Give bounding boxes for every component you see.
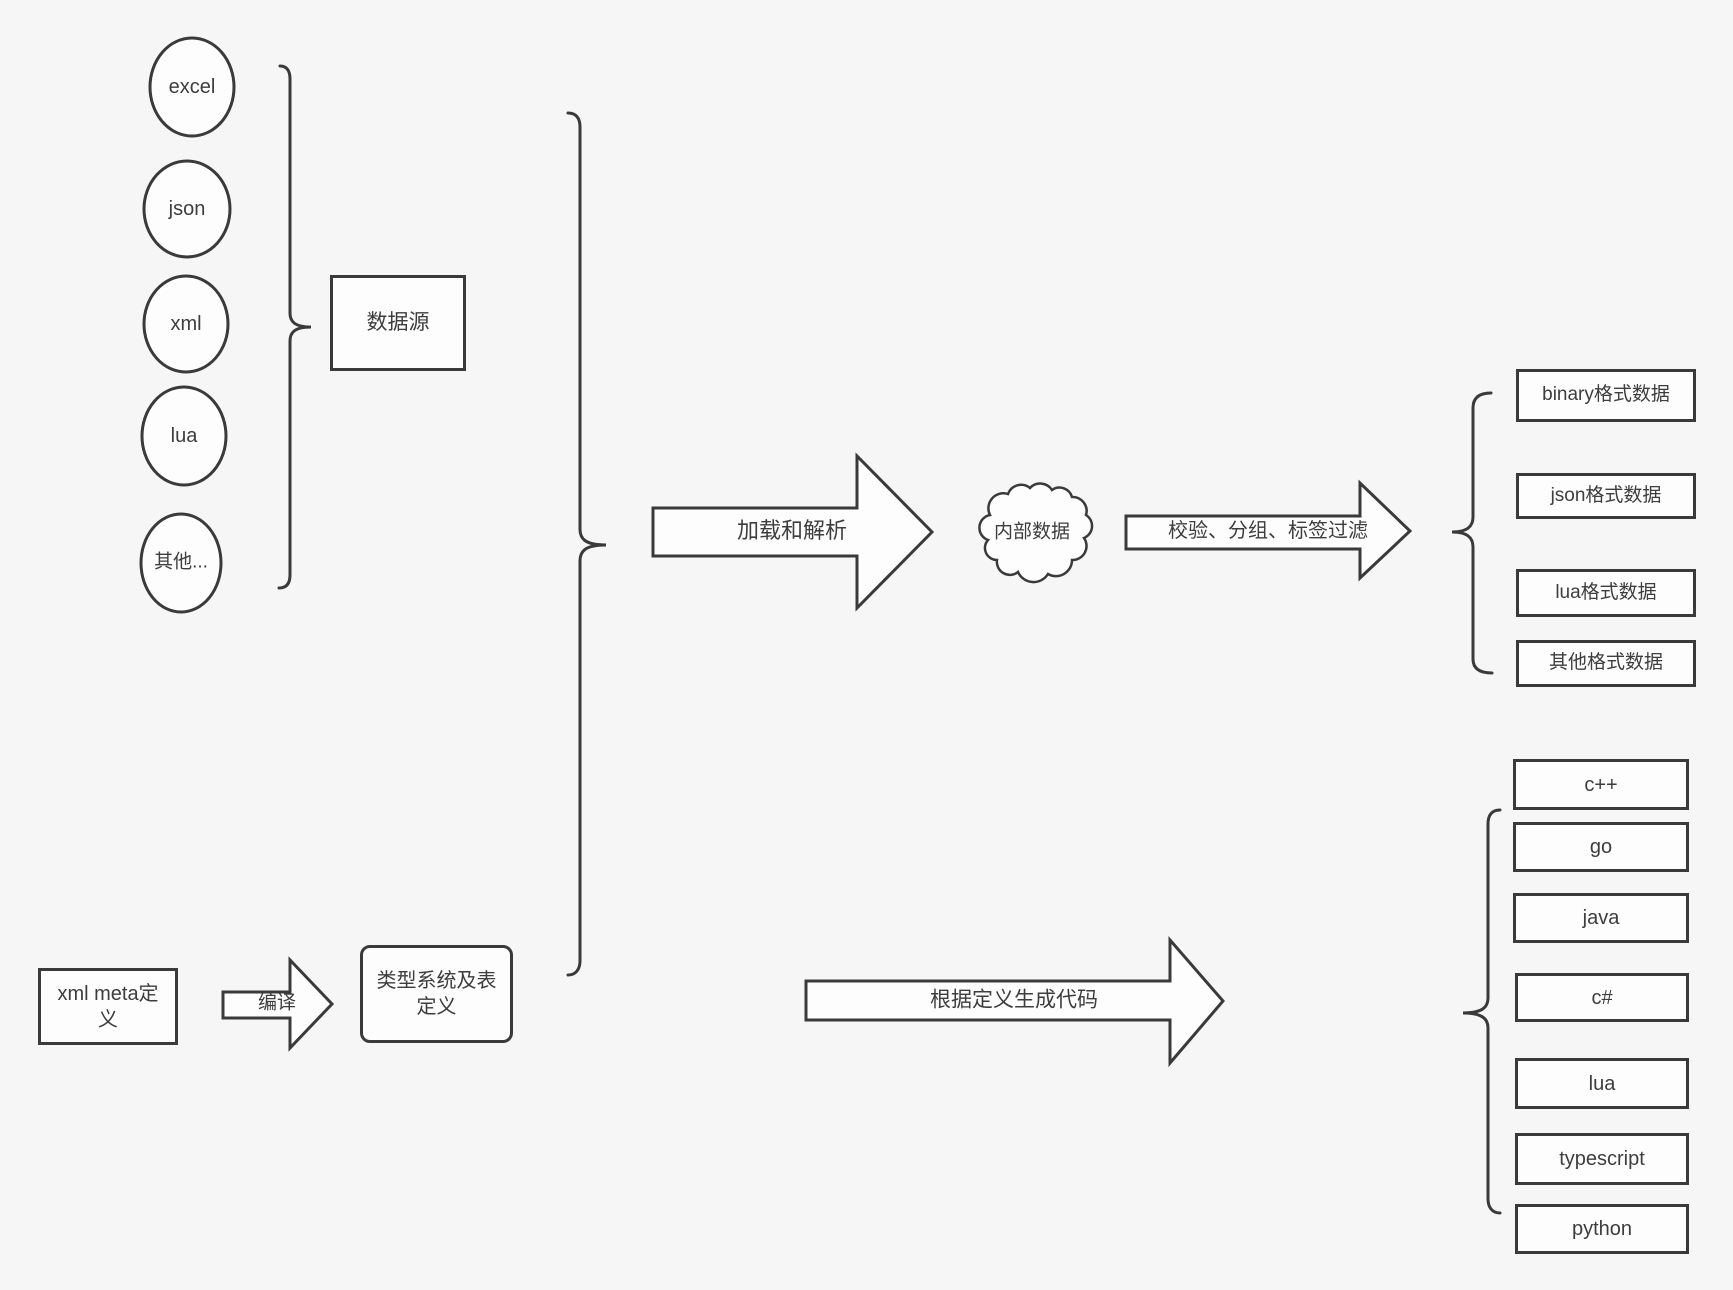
source-label-excel: excel bbox=[168, 76, 216, 98]
lang-box-python: python bbox=[1515, 1204, 1689, 1254]
lang-box-cpp: c++ bbox=[1513, 759, 1689, 810]
languages-brace bbox=[1462, 808, 1502, 1215]
lang-box-typescript-label: typescript bbox=[1559, 1148, 1645, 1170]
format-box-json-label: json格式数据 bbox=[1550, 484, 1662, 506]
internal-data-cloud-label: 内部数据 bbox=[993, 521, 1071, 543]
format-box-json: json格式数据 bbox=[1516, 473, 1696, 519]
lang-box-go: go bbox=[1513, 822, 1689, 872]
source-ellipse-excel bbox=[148, 36, 236, 138]
source-ellipse-lua bbox=[140, 385, 228, 487]
load-parse-arrow bbox=[651, 452, 935, 612]
codegen-arrow-label: 根据定义生成代码 bbox=[930, 988, 1098, 1012]
compile-arrow-label: 编译 bbox=[257, 992, 297, 1014]
format-box-other-label: 其他格式数据 bbox=[1548, 652, 1663, 674]
lang-box-csharp-label: c# bbox=[1591, 986, 1613, 1009]
source-label-other: 其他... bbox=[154, 551, 208, 573]
compile-arrow bbox=[221, 956, 335, 1052]
lang-box-lua: lua bbox=[1515, 1058, 1689, 1109]
source-ellipse-other bbox=[139, 512, 223, 614]
lang-box-typescript: typescript bbox=[1515, 1133, 1689, 1185]
format-box-lua: lua格式数据 bbox=[1516, 569, 1696, 617]
lang-box-java-label: java bbox=[1582, 907, 1620, 929]
codegen-arrow bbox=[804, 935, 1225, 1068]
lang-box-java: java bbox=[1513, 893, 1689, 943]
source-label-xml: xml bbox=[170, 313, 202, 335]
xml-meta-box-label: xml meta定义 bbox=[57, 982, 159, 1031]
lang-box-go-label: go bbox=[1589, 836, 1613, 858]
type-system-box: 类型系统及表定义 bbox=[360, 945, 513, 1043]
type-system-box-label: 类型系统及表定义 bbox=[376, 970, 497, 1018]
lang-box-lua-label: lua bbox=[1588, 1072, 1616, 1095]
lang-box-cpp-label: c++ bbox=[1584, 773, 1618, 796]
sources-brace bbox=[277, 64, 312, 590]
lang-box-csharp: c# bbox=[1515, 973, 1689, 1022]
datasource-box: 数据源 bbox=[330, 275, 466, 371]
format-box-lua-label: lua格式数据 bbox=[1555, 581, 1657, 603]
source-ellipse-json bbox=[142, 159, 232, 259]
xml-meta-box: xml meta定义 bbox=[38, 968, 178, 1045]
inputs-brace bbox=[566, 111, 607, 977]
source-label-json: json bbox=[168, 198, 206, 220]
format-box-other: 其他格式数据 bbox=[1516, 640, 1696, 687]
format-box-binary: binary格式数据 bbox=[1516, 369, 1696, 422]
internal-data-cloud bbox=[978, 482, 1094, 584]
datasource-box-label: 数据源 bbox=[366, 311, 430, 335]
format-box-binary-label: binary格式数据 bbox=[1542, 384, 1670, 406]
load-parse-arrow-label: 加载和解析 bbox=[736, 517, 848, 543]
source-ellipse-xml bbox=[142, 274, 230, 374]
filter-arrow-label: 校验、分组、标签过滤 bbox=[1168, 520, 1368, 542]
lang-box-python-label: python bbox=[1571, 1218, 1633, 1240]
formats-brace bbox=[1451, 391, 1494, 675]
source-label-lua: lua bbox=[170, 425, 198, 447]
filter-arrow bbox=[1124, 479, 1413, 582]
